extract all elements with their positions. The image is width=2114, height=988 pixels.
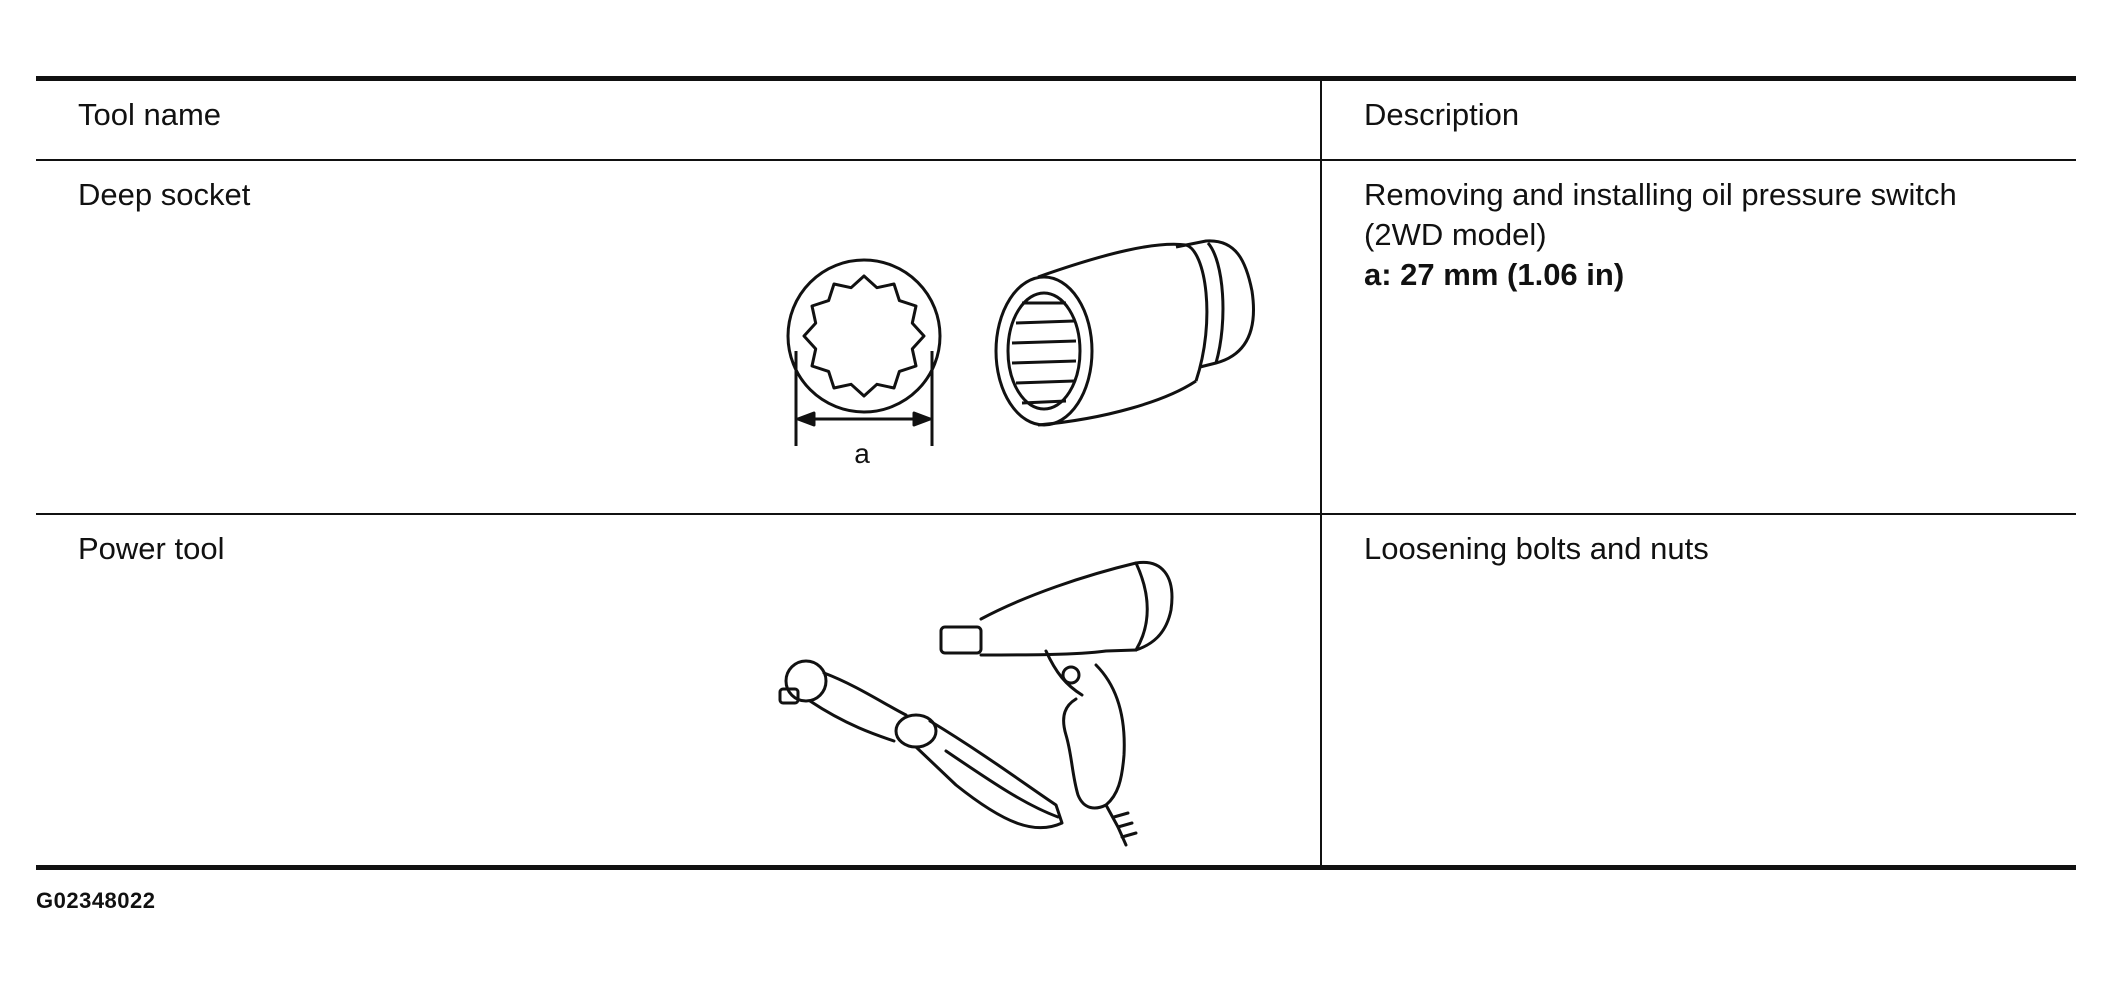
- table-header-row: Tool name Description: [36, 81, 2076, 159]
- socket-size-spec: a: 27 mm (1.06 in): [1364, 257, 1625, 292]
- description-deep-socket: Removing and installing oil pressure swi…: [1364, 175, 2044, 295]
- tool-name-power-tool: Power tool: [78, 531, 225, 566]
- table-bottom-rule: [36, 865, 2076, 870]
- table-top-rule: [36, 76, 2076, 81]
- table-row: Deep socket: [36, 161, 2076, 513]
- description-power-tool: Loosening bolts and nuts: [1364, 529, 2044, 569]
- header-rule: [36, 159, 2076, 161]
- tool-name-deep-socket: Deep socket: [78, 177, 251, 212]
- tool-table: Tool name Description Deep socket: [36, 76, 2076, 870]
- header-tool-name: Tool name: [78, 97, 222, 132]
- description-line-1: Loosening bolts and nuts: [1364, 531, 1709, 566]
- table-row: Power tool: [36, 515, 2076, 865]
- header-description: Description: [1364, 97, 1520, 132]
- description-line-1: Removing and installing oil pressure swi…: [1364, 177, 1957, 212]
- power-tool-icon: [778, 560, 1174, 847]
- description-line-2: (2WD model): [1364, 217, 1547, 252]
- deep-socket-icon: a: [786, 239, 1255, 469]
- row-rule: [36, 513, 2076, 515]
- figure-code: G02348022: [36, 888, 156, 913]
- dimension-label-a: a: [854, 438, 870, 469]
